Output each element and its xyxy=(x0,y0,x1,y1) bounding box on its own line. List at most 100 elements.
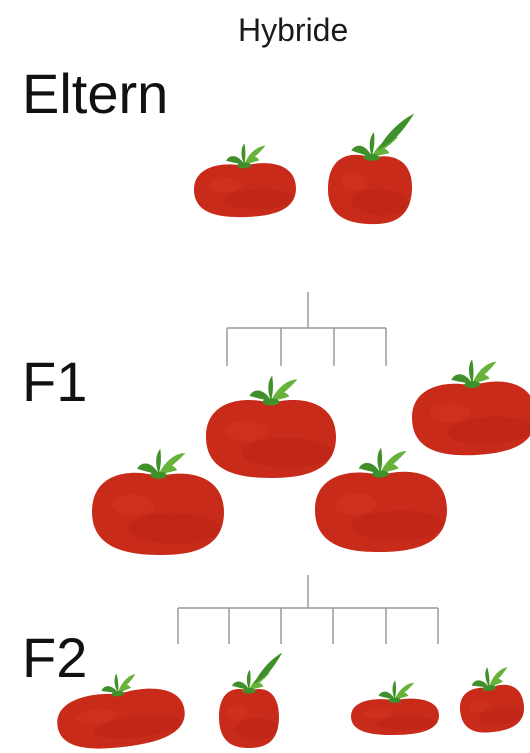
tomato-calyx xyxy=(262,398,280,406)
tomato-leaf xyxy=(158,453,186,475)
tomato-shadow xyxy=(222,189,294,210)
tomato-body xyxy=(206,400,336,478)
tomato-calyx xyxy=(363,153,380,161)
tomato-highlight xyxy=(469,700,490,713)
tomato-shadow xyxy=(93,715,183,739)
tomato-leaf xyxy=(137,463,159,475)
tomato-leaf xyxy=(489,678,503,688)
tomato-shadow xyxy=(235,717,278,740)
tomato-calyx xyxy=(371,470,389,478)
tomato-leaf xyxy=(253,652,283,685)
tomato-leaf xyxy=(472,361,497,384)
tomato-leaf xyxy=(489,667,508,688)
tomato-leaf xyxy=(156,448,161,475)
tomato-leaf xyxy=(471,680,490,688)
tomato-body xyxy=(92,472,224,555)
tomato-highlight xyxy=(430,402,470,423)
tomato-leaf xyxy=(377,113,415,150)
generation-label-f2: F2 xyxy=(22,626,88,689)
tomato xyxy=(412,359,530,456)
tomato-leaf xyxy=(371,137,399,157)
tomato-shadow xyxy=(241,437,333,468)
tomato-leaf xyxy=(378,691,395,700)
tomato-body xyxy=(57,688,185,749)
tomato-leaf xyxy=(394,692,409,700)
tomato-leaf xyxy=(351,145,372,157)
tomato-calyx xyxy=(242,687,256,694)
tomato-leaf xyxy=(271,392,290,401)
tomato-body xyxy=(351,698,439,735)
tomato xyxy=(315,447,447,552)
tomato-group xyxy=(57,113,530,749)
tomato-calyx xyxy=(482,685,496,692)
tomato-highlight xyxy=(75,709,117,725)
tomato-shadow xyxy=(128,513,221,545)
tomato-shadow xyxy=(478,706,524,726)
tomato-leaf xyxy=(358,462,381,474)
tomato-shadow xyxy=(446,416,530,445)
tomato-body xyxy=(412,381,530,456)
tomato-highlight xyxy=(225,420,268,442)
generation-label-parents: Eltern xyxy=(22,62,169,125)
tomato-calyx xyxy=(111,690,125,697)
tomato xyxy=(219,652,283,748)
connector-lines xyxy=(177,292,439,644)
tomato xyxy=(351,680,439,735)
tomato-leaf xyxy=(380,450,407,474)
tomato-leaf xyxy=(114,673,119,693)
tomato-highlight xyxy=(111,494,155,516)
tomato-highlight xyxy=(340,172,368,191)
tomato-leaf xyxy=(392,680,397,700)
tomato xyxy=(194,143,296,218)
tomato-leaf xyxy=(271,379,298,401)
tomato-leaf xyxy=(117,674,136,693)
tomato-body xyxy=(328,154,412,225)
tomato-leaf xyxy=(369,132,375,157)
tomato xyxy=(57,673,185,749)
tomato-highlight xyxy=(334,493,377,515)
tomato-leaf xyxy=(226,156,245,165)
tomato-leaf xyxy=(394,682,415,700)
tomato-body xyxy=(219,689,279,748)
tomato-leaf xyxy=(246,669,251,690)
tomato-leaf xyxy=(249,672,270,690)
tomato-calyx xyxy=(150,471,168,479)
tomato-leaf xyxy=(469,359,474,384)
tomato xyxy=(460,667,524,733)
tomato-leaf xyxy=(451,374,473,384)
tomato-leaf xyxy=(231,681,249,690)
tomato-leaf xyxy=(249,682,264,690)
tomato xyxy=(206,375,336,478)
tomato-leaf xyxy=(371,148,390,157)
tomato-leaf xyxy=(472,374,490,384)
tomato-leaf xyxy=(380,463,399,474)
tomato-leaf xyxy=(485,667,490,688)
tomato-leaf xyxy=(268,375,273,401)
tomato-calyx xyxy=(237,162,252,169)
tomato-leaf xyxy=(377,447,383,474)
tomato-highlight xyxy=(228,704,248,721)
tomato-shadow xyxy=(375,716,437,730)
tomato-calyx xyxy=(388,697,402,703)
diagram-title: Hybride xyxy=(238,12,349,48)
tomato-leaf xyxy=(241,143,246,165)
tomato-highlight xyxy=(209,178,242,193)
tomato-leaf xyxy=(244,156,260,165)
tomato-highlight xyxy=(364,708,393,719)
tomato-body xyxy=(194,163,296,218)
tomato-body xyxy=(315,471,447,552)
tomato xyxy=(92,448,224,555)
tomato-shadow xyxy=(350,189,410,216)
tomato-leaf xyxy=(249,390,271,401)
tomato-leaf xyxy=(244,145,266,165)
generation-label-f1: F1 xyxy=(22,350,88,413)
tomato-shadow xyxy=(351,510,444,541)
tomato-calyx xyxy=(464,381,481,389)
tomato xyxy=(328,113,415,225)
tomato-leaf xyxy=(101,686,118,693)
tomato-body xyxy=(460,684,524,733)
tomato-leaf xyxy=(158,465,178,475)
tomato-leaf xyxy=(117,685,132,693)
